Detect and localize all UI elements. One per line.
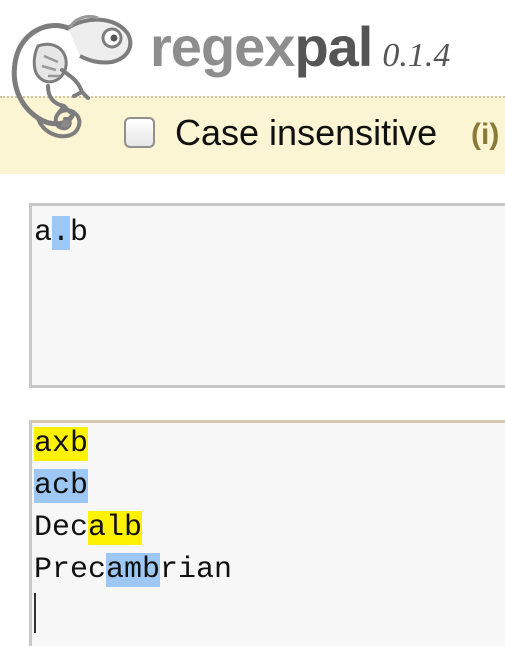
- match-highlight: amb: [106, 553, 161, 587]
- match-highlight: acb: [34, 469, 89, 503]
- text-caret: [34, 593, 36, 633]
- case-insensitive-info-link[interactable]: (i): [471, 118, 500, 151]
- text-segment: b: [70, 216, 89, 250]
- test-line: Precambrian: [34, 549, 505, 591]
- case-insensitive-label[interactable]: Case insensitive: [175, 112, 438, 153]
- options-bar: Case insensitive (i): [0, 96, 505, 174]
- brand-name-part2: pal: [294, 15, 373, 78]
- text-segment: Dec: [34, 511, 89, 545]
- case-insensitive-checkbox[interactable]: [124, 117, 155, 148]
- text-segment: Prec: [34, 553, 107, 587]
- chameleon-logo-icon: [11, 14, 133, 139]
- version-label: 0.1.4: [382, 37, 451, 74]
- match-highlight: alb: [88, 511, 143, 545]
- test-line: Decalb: [34, 507, 505, 549]
- match-highlight: axb: [34, 427, 89, 461]
- text-segment: a: [34, 216, 53, 250]
- test-line: axb: [34, 423, 505, 465]
- text-segment: rian: [160, 553, 233, 587]
- regex-input[interactable]: a.b: [29, 203, 505, 388]
- regex-line: a.b: [34, 212, 505, 254]
- brand-name-part1: regex: [150, 15, 295, 78]
- match-highlight: .: [52, 216, 71, 250]
- test-line: acb: [34, 465, 505, 507]
